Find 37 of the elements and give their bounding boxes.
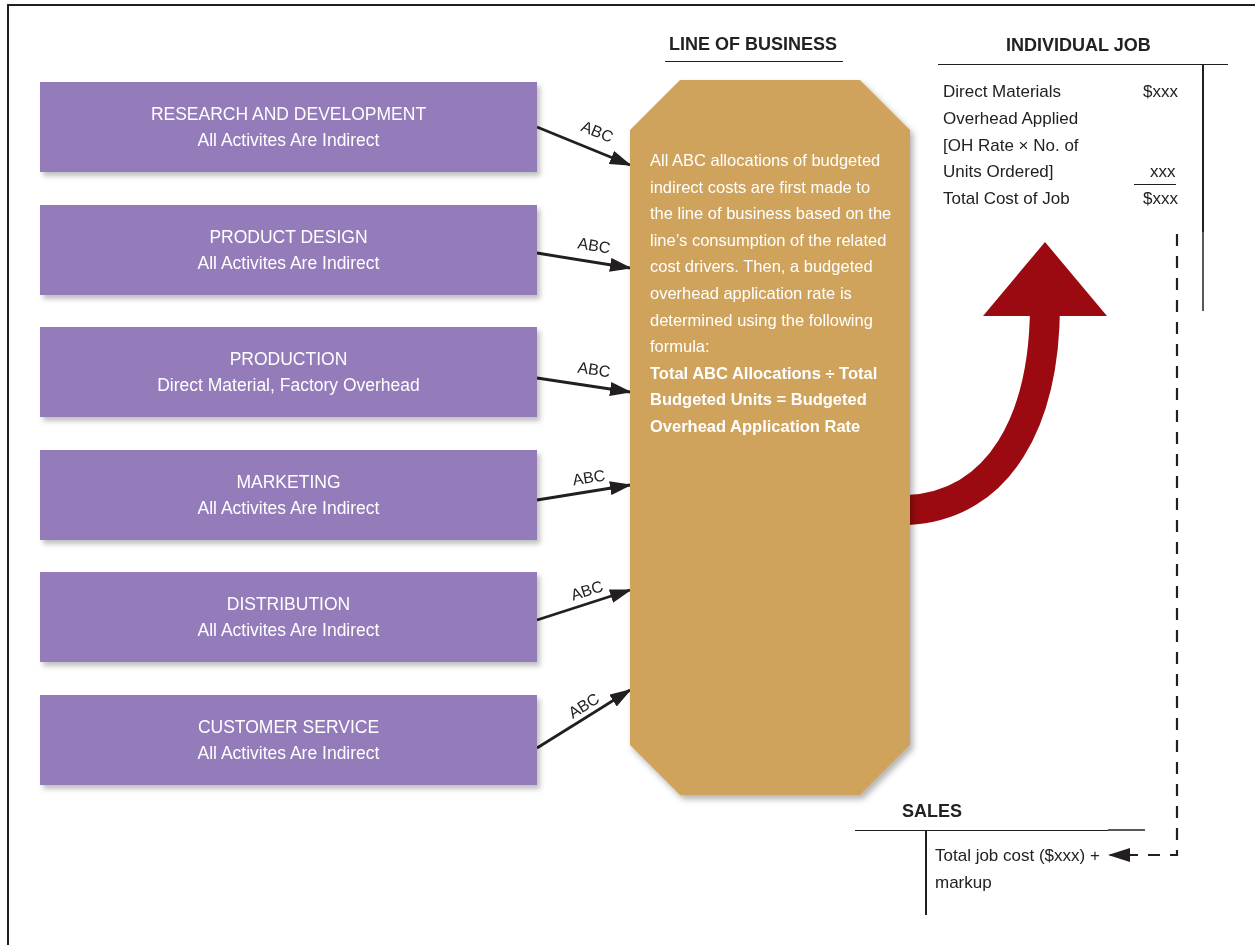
department-name: PRODUCT DESIGN [209,226,368,249]
department-note: Direct Material, Factory Overhead [157,374,420,397]
arrow [536,251,632,272]
column-heading: INDIVIDUAL JOB [1006,35,1151,56]
account-item: Direct Materials [943,81,1063,103]
department-name: MARKETING [236,471,341,494]
account-item: Total Cost of Job [943,188,1071,210]
arrow [536,688,632,750]
department-box [40,82,537,172]
description-text: All ABC allocations of budgeted indirect costs are first made to the line of business based on the line’s consumption of the related cost drivers. Then, a budgeted overhead application rate is determined using the following formula: [650,150,892,358]
department-box [40,572,537,662]
department-name: CUSTOMER SERVICE [197,716,380,739]
account-item: Overhead Applied [OH Rate × No. of Units Ordered] [943,108,1080,184]
amount: xxx [1134,159,1176,185]
department-box [40,450,537,540]
arrow [536,376,632,396]
arrow [536,588,632,622]
amount: $xxx [1143,81,1178,103]
department-name: RESEARCH AND DEVELOPMENT [150,103,427,126]
department-name: PRODUCTION [229,348,348,371]
amount: $xxx [1143,188,1178,210]
department-box [40,327,537,417]
department-note: All Activites Are Indirect [197,129,380,152]
department-note: All Activites Are Indirect [197,742,380,765]
department-box [40,205,537,295]
column-heading: SALES [902,801,962,822]
department-note: All Activites Are Indirect [197,497,380,520]
department-box [40,695,537,785]
formula-text: Total ABC Allocations ÷ Total Budgeted Units = Budgeted Overhead Application Rate [650,362,879,437]
column-heading: LINE OF BUSINESS [665,34,844,62]
arrow [536,481,632,502]
account-item: Total job cost ($xxx) + markup [935,845,1101,894]
department-note: All Activites Are Indirect [197,252,380,275]
arrow [1108,234,1179,862]
department-note: All Activites Are Indirect [197,619,380,642]
arrow [536,125,632,167]
department-name: DISTRIBUTION [226,593,351,616]
